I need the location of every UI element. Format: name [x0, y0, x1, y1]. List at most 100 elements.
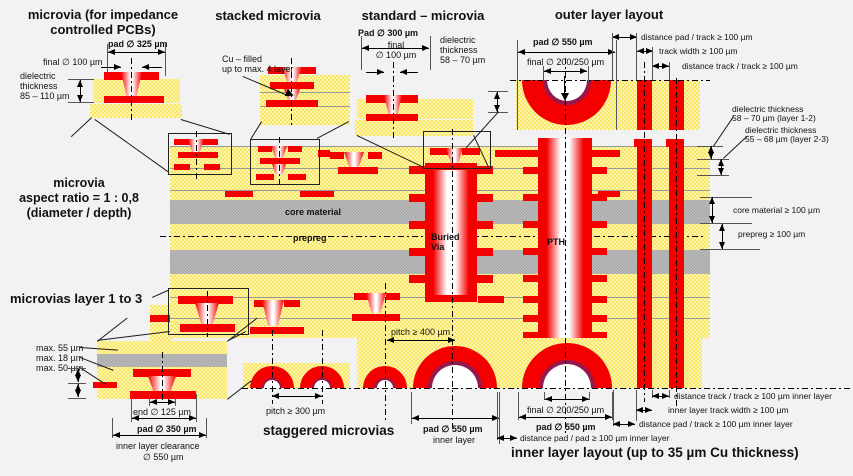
- ext-line: [700, 249, 760, 250]
- dim-arrow: [544, 68, 587, 74]
- via-stub: [409, 275, 425, 283]
- copper-bar: [478, 296, 504, 303]
- ext-line: [652, 47, 653, 80]
- copper-bar: [598, 150, 620, 157]
- dim-arrow: [652, 393, 669, 399]
- copper-pad: [366, 95, 386, 103]
- via-stub: [592, 248, 607, 255]
- ext-line: [669, 390, 670, 398]
- dim-line: ∅ 100 µm: [375, 50, 417, 60]
- dim-arrow: [412, 415, 499, 421]
- dim-dielectric-58: dielectric thickness 58 – 70 µm: [440, 35, 485, 65]
- copper-bar: [178, 296, 233, 304]
- ext-line: [68, 398, 86, 399]
- note-line: 55 – 68 µm (layer 2-3): [745, 134, 829, 144]
- title-standard-microvia: standard – microvia: [361, 8, 485, 23]
- ext-line: [361, 36, 362, 70]
- ext-line: [149, 394, 150, 406]
- dim-core-100: core material ≥ 100 µm: [733, 205, 821, 215]
- copper-bar: [150, 315, 170, 322]
- title-line: microvia: [53, 176, 105, 190]
- copper-bar: [225, 191, 253, 197]
- ext-line: [411, 392, 412, 424]
- title-microvias-layer-1-3: microvias layer 1 to 3: [10, 291, 143, 306]
- dim-max18: max. 18 µm: [36, 353, 84, 363]
- dim-final200-outer: final ∅ 200/250 µm: [527, 57, 605, 67]
- via-stub: [592, 194, 607, 201]
- ext-line: [488, 91, 508, 92]
- ext-line: [68, 102, 94, 103]
- dim-line: dielectric: [20, 71, 56, 81]
- pth-label: PTH: [547, 237, 565, 247]
- via-stub: [592, 296, 607, 303]
- via-stub: [477, 221, 493, 229]
- dim-final200-bot: final ∅ 200/250 µm: [527, 405, 605, 415]
- copper-pad: [104, 96, 164, 103]
- track-centerline: [676, 78, 677, 408]
- ext-line: [543, 66, 544, 82]
- inner-surface-line: [242, 388, 851, 389]
- dim-arrow: [387, 337, 455, 343]
- via-stub: [523, 194, 538, 201]
- ext-line: [175, 394, 176, 406]
- copper-bar: [93, 382, 117, 388]
- copper-pad: [354, 293, 368, 300]
- centerline: [279, 137, 280, 187]
- via-stub: [477, 248, 493, 256]
- copper-pad: [288, 146, 302, 152]
- dim-line: dielectric: [440, 35, 476, 45]
- outer-drill-hole: [547, 80, 587, 101]
- copper-bar: [274, 100, 310, 107]
- layer-line: [170, 146, 710, 147]
- title-staggered: staggered microvias: [263, 423, 395, 438]
- perspective-line: [227, 380, 252, 400]
- via-stub: [592, 332, 607, 339]
- ext-line: [68, 383, 86, 384]
- title-outer-layer: outer layer layout: [554, 7, 664, 22]
- microvia: [262, 300, 284, 326]
- centerline: [452, 129, 453, 339]
- dim-arrow: [108, 49, 165, 55]
- via-stub: [409, 221, 425, 229]
- layer-line: [170, 318, 710, 319]
- note-line: Cu – filled: [222, 54, 263, 64]
- dim-arrow: [75, 384, 81, 397]
- dim-arrow: [497, 435, 517, 441]
- layer-line: [260, 92, 350, 93]
- title-aspect-ratio: microvia aspect ratio = 1 : 0,8 (diamete…: [8, 176, 150, 221]
- buried-via-cap: [425, 163, 477, 170]
- ext-line: [669, 62, 670, 80]
- ext-line: [636, 33, 637, 80]
- dim-pad550-bot: pad ∅ 550 µm: [536, 422, 596, 432]
- copper-pad: [366, 114, 418, 121]
- dim-arrow: [709, 197, 715, 223]
- copper-pad: [174, 164, 190, 170]
- callout-box-layer13: [168, 288, 249, 335]
- via-stub: [477, 275, 493, 283]
- via-stub: [523, 332, 538, 339]
- callout-box-impedance: [168, 133, 232, 175]
- dim-arrow: [132, 415, 196, 421]
- title-line: microvia (for impedance: [27, 7, 179, 22]
- dim-arrow: [652, 63, 669, 69]
- centerline: [162, 352, 163, 402]
- copper-bar: [318, 150, 330, 157]
- copper-pad: [202, 139, 218, 145]
- copper-bar: [598, 191, 620, 197]
- track-pad-stub: [634, 139, 652, 147]
- track-pad-stub: [666, 139, 684, 147]
- note-dielectric-12: dielectric thickness 58 – 70 µm (layer 1…: [732, 105, 816, 123]
- dim-dist-pad-track: distance pad / track ≥ 100 µm: [641, 32, 753, 42]
- copper-bar: [270, 82, 314, 89]
- microvia: [366, 293, 386, 313]
- copper-bar: [300, 191, 334, 197]
- dim-arrow: [142, 64, 162, 70]
- title-line: (diameter / depth): [26, 206, 132, 220]
- copper-bar: [260, 158, 300, 164]
- dim-arrow: [150, 399, 175, 405]
- via-stub: [409, 166, 425, 174]
- microvia: [344, 152, 364, 168]
- copper-pad: [398, 95, 418, 103]
